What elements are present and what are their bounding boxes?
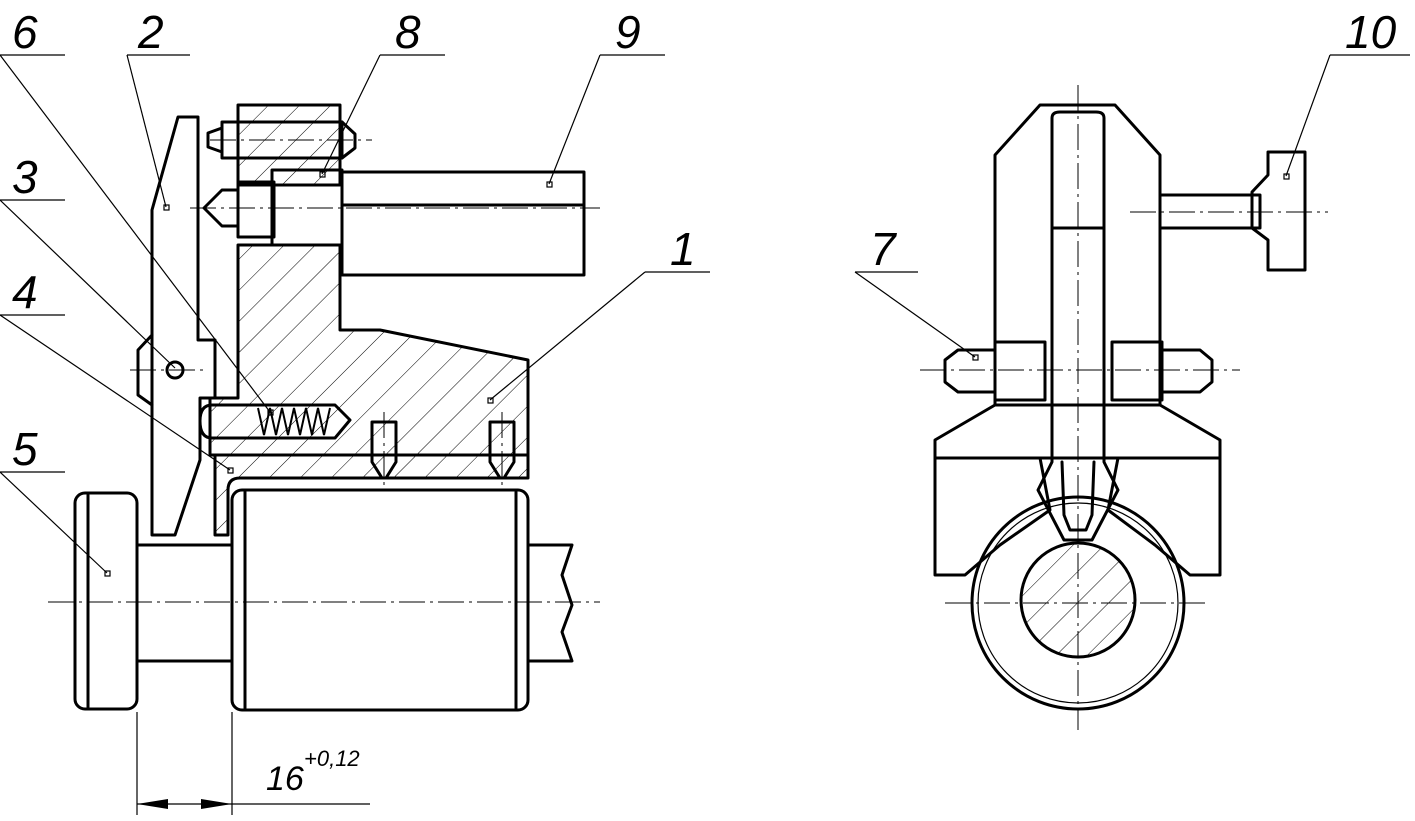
leader-7: [854, 271, 976, 358]
shaft-break: [526, 543, 574, 663]
leader-6: [0, 54, 271, 413]
leader-4: [0, 314, 231, 471]
dot-2: [163, 204, 170, 211]
label-10: 10: [1345, 6, 1397, 58]
workpiece: [230, 488, 530, 712]
shaft: [135, 543, 234, 663]
dim-value: 16: [266, 760, 304, 798]
dot-8: [319, 171, 326, 178]
dot-9: [546, 181, 553, 188]
dot-4: [227, 467, 234, 474]
nut-right: [1110, 340, 1164, 402]
label-7: 7: [870, 223, 897, 275]
dim-arrow-right: [201, 799, 232, 809]
dot-1: [487, 397, 494, 404]
leader-10: [1285, 54, 1331, 177]
label-9: 9: [615, 6, 641, 58]
label-4: 4: [12, 266, 38, 318]
bolt-end-right: [1160, 348, 1214, 394]
bolt-part-7: [943, 348, 997, 394]
spring-pocket: [198, 403, 352, 440]
dim-arrow-left: [137, 799, 168, 809]
leader-3: [0, 199, 176, 369]
knob-part-10: [1250, 150, 1307, 272]
right-side-view: [920, 85, 1328, 730]
nut-left: [993, 340, 1047, 402]
dim-tolerance: +0,12: [304, 746, 360, 771]
plate-part-2: [150, 115, 217, 537]
pivot-part-3: [136, 333, 154, 407]
top-pin-end: [206, 126, 224, 154]
indicator-part-9: [340, 170, 586, 277]
leader-9: [548, 54, 601, 185]
leader-2: [126, 54, 167, 208]
bushing-part-4: [213, 453, 530, 537]
dimension-16: 16 +0,12: [136, 712, 370, 815]
leader-8: [321, 54, 381, 175]
holder-collar: [236, 180, 276, 239]
label-6: 6: [12, 6, 38, 58]
left-section-view: [48, 103, 600, 712]
dot-10: [1283, 173, 1290, 180]
screw-left: [370, 420, 398, 480]
callouts: 6 2 8 9 3 4 1 5 7 10: [0, 6, 1410, 577]
top-pin-tip: [340, 120, 357, 160]
label-3: 3: [12, 151, 38, 203]
dot-6: [267, 409, 274, 416]
leader-5: [0, 471, 108, 574]
label-8: 8: [395, 6, 421, 58]
plate-front: [1036, 110, 1120, 542]
label-2: 2: [137, 6, 164, 58]
label-5: 5: [12, 423, 38, 475]
knob-part-5: [73, 491, 139, 711]
label-1: 1: [670, 223, 696, 275]
screw-right: [488, 420, 516, 480]
dot-7: [972, 354, 979, 361]
leader-1: [489, 271, 646, 401]
spring-part-6: [257, 407, 331, 436]
dot-5: [104, 570, 111, 577]
